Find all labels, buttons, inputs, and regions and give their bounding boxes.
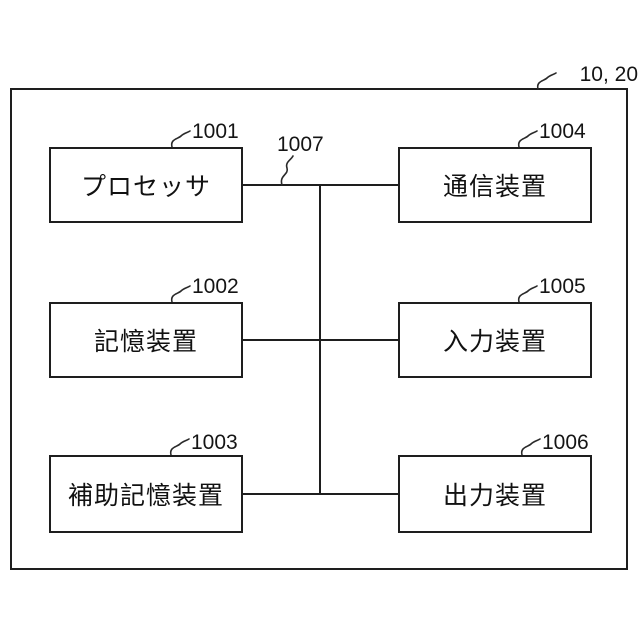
block-output: 出力装置: [398, 455, 592, 533]
leader-system-ref: [536, 72, 557, 90]
leader-1002: [170, 285, 191, 303]
ref-label-system: 10, 20: [579, 63, 638, 86]
ref-label-auxiliary-storage: 1003: [191, 431, 238, 454]
block-auxiliary-storage: 補助記憶装置: [49, 455, 243, 533]
ref-label-storage: 1002: [192, 275, 239, 298]
ref-label-bus: 1007: [277, 133, 324, 156]
leader-1001: [170, 130, 191, 148]
ref-label-communication: 1004: [539, 120, 586, 143]
block-output-label: 出力装置: [442, 482, 547, 510]
leader-1006: [520, 438, 541, 456]
leader-1004: [517, 130, 538, 148]
block-input: 入力装置: [398, 302, 592, 378]
leader-1007: [280, 155, 294, 186]
block-processor: プロセッサ: [49, 147, 243, 223]
block-input-label: 入力装置: [442, 328, 547, 356]
ref-label-input: 1005: [539, 275, 586, 298]
block-storage-label: 記憶装置: [93, 328, 198, 356]
block-storage: 記憶装置: [49, 302, 243, 378]
block-auxiliary-storage-label: 補助記憶装置: [67, 482, 224, 510]
block-communication: 通信装置: [398, 147, 592, 223]
block-communication-label: 通信装置: [442, 173, 547, 201]
ref-label-processor: 1001: [192, 120, 239, 143]
ref-label-output: 1006: [542, 431, 589, 454]
block-processor-label: プロセッサ: [80, 173, 211, 201]
leader-1005: [517, 285, 538, 303]
leader-1003: [169, 438, 190, 456]
outer-frame: [10, 88, 628, 570]
